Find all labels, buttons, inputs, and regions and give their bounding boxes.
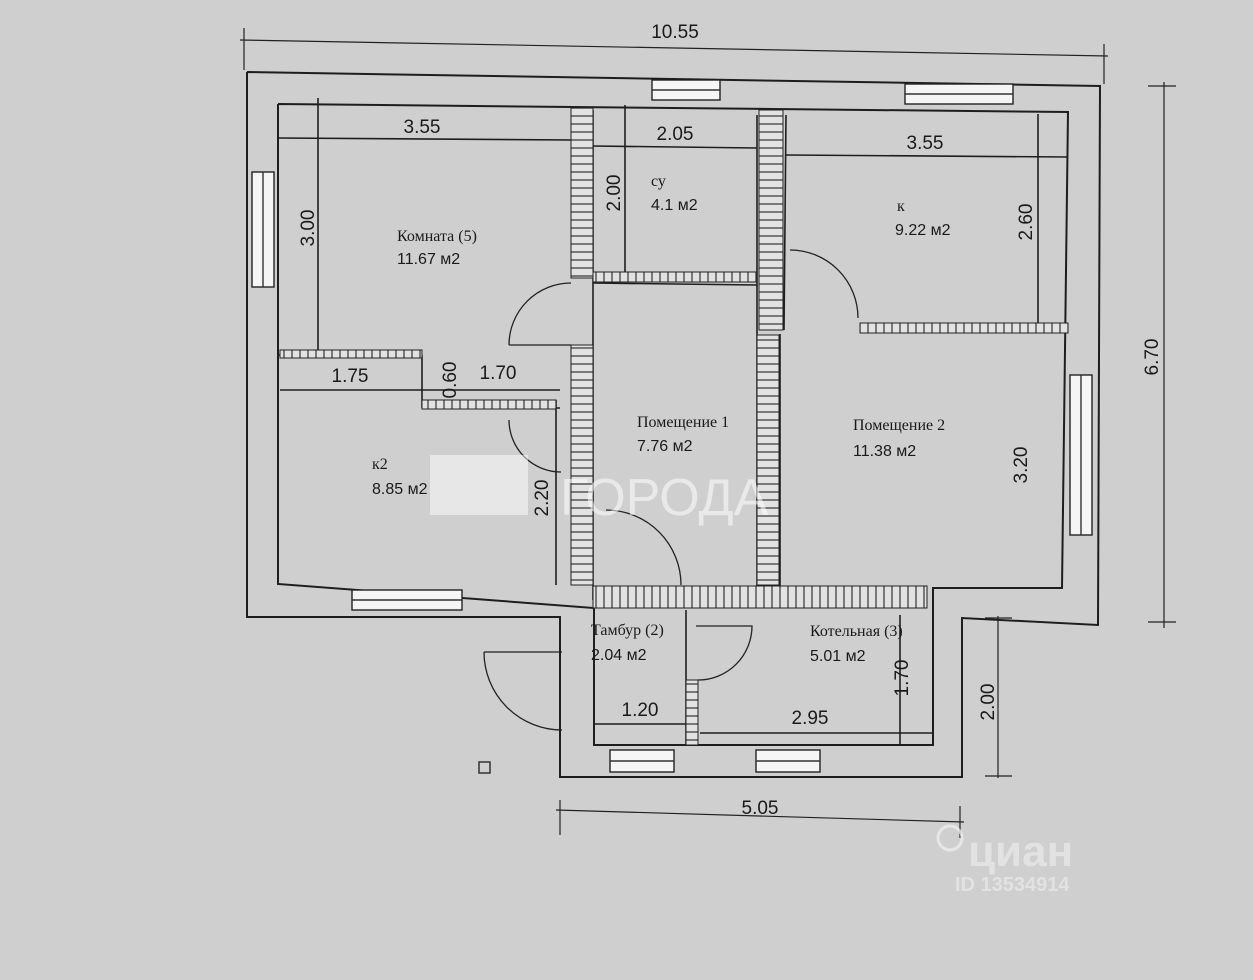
room2-name: Помещение 2: [853, 417, 945, 434]
room5-area: 11.67 м2: [397, 251, 460, 268]
dim-total-height: 6.70: [1142, 339, 1163, 376]
k-area: 9.22 м2: [895, 222, 951, 239]
dim-su-width: 2.05: [657, 124, 694, 145]
dim-room5-height: 3.00: [298, 210, 319, 247]
dim-room2-height: 3.20: [1011, 447, 1032, 484]
room5-name: Комната (5): [397, 228, 477, 245]
watermark-logo-icon: [430, 455, 528, 515]
dimension-lines: [239, 28, 1176, 838]
dim-annex-height: 2.00: [978, 684, 999, 721]
watermark-brand: циан: [968, 827, 1073, 876]
dim-boiler-width: 2.95: [792, 708, 829, 729]
k-name: к: [897, 198, 905, 215]
dim-total-width: 10.55: [651, 22, 699, 43]
watermark-corner: циан ID 13534914: [936, 824, 1073, 896]
boiler-area: 5.01 м2: [810, 648, 866, 665]
watermark-id: ID 13534914: [955, 874, 1070, 896]
tambur-name: Тамбур (2): [591, 622, 664, 639]
watermark-center-text: ГОРОДА: [560, 469, 769, 527]
dim-su-height: 2.00: [604, 175, 625, 212]
su-area: 4.1 м2: [651, 197, 698, 214]
watermark-center: ГОРОДА: [430, 455, 769, 527]
dim-room5-width: 3.55: [404, 117, 441, 138]
small-square-marker: [478, 761, 491, 774]
room1-area: 7.76 м2: [637, 438, 693, 455]
dim-k2-height: 2.20: [532, 480, 553, 517]
dim-k-height: 2.60: [1016, 204, 1037, 241]
k2-name: к2: [372, 456, 388, 473]
dim-passage-height: 0.60: [440, 362, 461, 399]
interior-walls: [277, 98, 1069, 745]
watermark-pin-icon: [936, 824, 964, 852]
room2-area: 11.38 м2: [853, 443, 916, 460]
hatched-walls: [279, 107, 1069, 746]
room1-name: Помещение 1: [637, 414, 729, 431]
dim-boiler-height: 1.70: [892, 660, 913, 697]
dim-k2-width: 1.75: [332, 366, 369, 387]
windows: [251, 79, 1093, 773]
dim-annex-width: 5.05: [742, 798, 779, 819]
tambur-area: 2.04 м2: [591, 647, 647, 664]
boiler-name: Котельная (3): [810, 623, 903, 640]
k2-area: 8.85 м2: [372, 481, 428, 498]
su-name: су: [651, 173, 666, 190]
dim-tambur-width: 1.20: [622, 700, 659, 721]
dim-passage-width: 1.70: [480, 363, 517, 384]
door-swings: [483, 249, 859, 731]
dim-k-width: 3.55: [907, 133, 944, 154]
